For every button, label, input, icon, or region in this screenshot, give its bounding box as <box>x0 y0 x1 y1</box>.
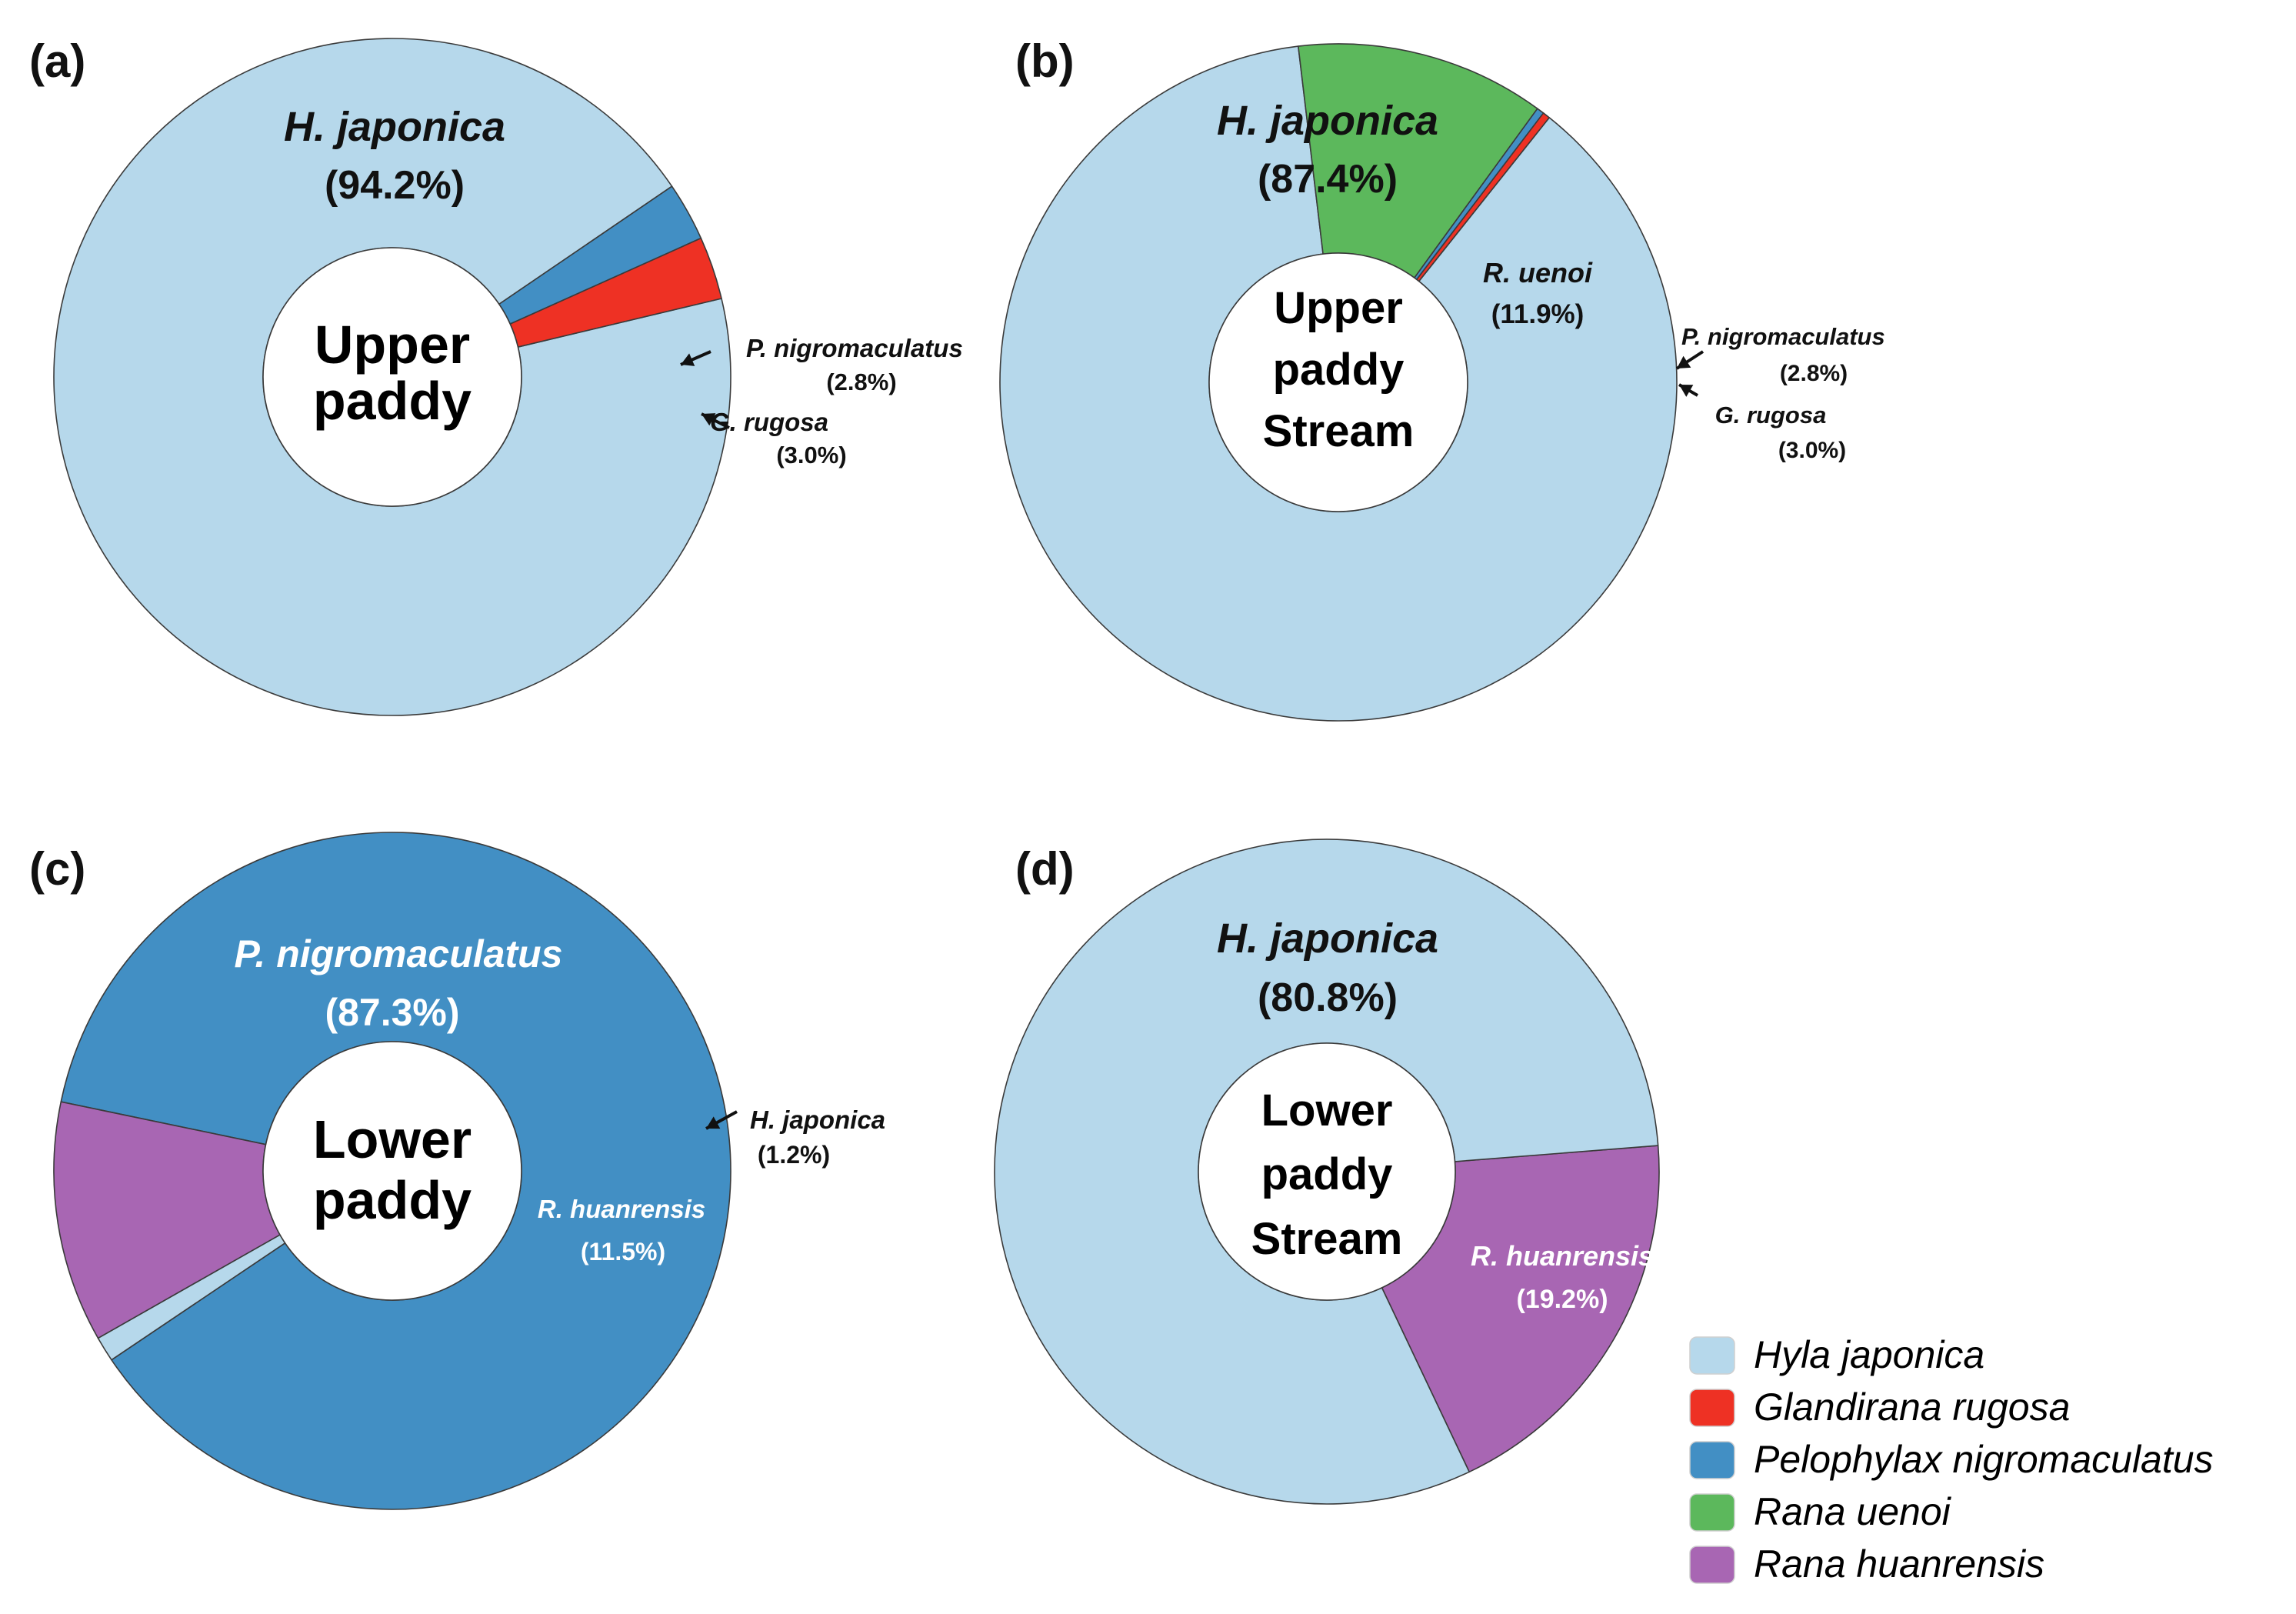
center-label-line: Upper <box>315 315 470 375</box>
center-label-line: paddy <box>1261 1149 1393 1199</box>
slice-value-pelophylax-nigromaculatus: (2.8%) <box>826 368 896 395</box>
legend-swatch <box>1689 1441 1735 1479</box>
slice-value-pelophylax-nigromaculatus: (2.8%) <box>1780 361 1848 386</box>
slice-label-hyla-japonica: H. japonica <box>284 104 505 150</box>
center-label-line: Stream <box>1263 406 1415 456</box>
slice-value-rana-huanrensis: (11.5%) <box>581 1238 665 1266</box>
center-label-line: paddy <box>313 1170 472 1230</box>
legend-swatch <box>1689 1546 1735 1584</box>
slice-value-hyla-japonica: (1.2%) <box>758 1141 830 1169</box>
center-label-line: Lower <box>313 1109 472 1169</box>
center-label-line: Lower <box>1261 1085 1393 1135</box>
donut-hole <box>262 1041 522 1301</box>
arrow-head <box>681 353 695 366</box>
slice-label-pelophylax-nigromaculatus: P. nigromaculatus <box>235 932 563 975</box>
slice-value-hyla-japonica: (87.4%) <box>1258 157 1398 202</box>
panel-letter: (d) <box>1015 843 1075 895</box>
center-label-line: Stream <box>1251 1214 1403 1264</box>
donut-hole <box>1208 252 1468 512</box>
legend-label: Rana uenoi <box>1754 1490 1952 1533</box>
panel-letter: (a) <box>29 35 85 87</box>
slice-label-rana-huanrensis: R. huanrensis <box>538 1195 705 1223</box>
legend-label: Glandirana rugosa <box>1754 1386 2070 1429</box>
center-label-line: paddy <box>1273 345 1405 395</box>
legend-label: Rana huanrensis <box>1754 1542 2044 1586</box>
legend-label: Hyla japonica <box>1754 1333 1984 1376</box>
slice-label-hyla-japonica: H. japonica <box>750 1105 885 1134</box>
legend-item-rana-huanrensis: Rana huanrensis <box>1689 1542 2044 1586</box>
slice-label-rana-uenoi: R. uenoi <box>1483 257 1593 288</box>
slice-value-hyla-japonica: (80.8%) <box>1258 975 1398 1020</box>
arrow-head <box>1679 385 1694 397</box>
panel-letter: (b) <box>1015 35 1075 87</box>
arrow-head <box>701 413 716 426</box>
slice-label-pelophylax-nigromaculatus: P. nigromaculatus <box>1681 323 1885 350</box>
legend-item-glandirana-rugosa: Glandirana rugosa <box>1689 1386 2070 1429</box>
slice-label-glandirana-rugosa: G. rugosa <box>1715 402 1827 429</box>
panel-letter: (c) <box>29 843 85 895</box>
slice-label-glandirana-rugosa: G. rugosa <box>710 408 828 436</box>
slice-label-rana-huanrensis: R. huanrensis <box>1471 1240 1654 1272</box>
legend-swatch <box>1689 1493 1735 1532</box>
slice-value-glandirana-rugosa: (3.0%) <box>776 442 846 469</box>
slice-value-glandirana-rugosa: (3.0%) <box>1778 438 1846 463</box>
legend-label: Pelophylax nigromaculatus <box>1754 1438 2214 1481</box>
legend-swatch <box>1689 1336 1735 1375</box>
legend-item-rana-uenoi: Rana uenoi <box>1689 1490 1952 1533</box>
slice-label-hyla-japonica: H. japonica <box>1217 915 1438 962</box>
slice-label-hyla-japonica: H. japonica <box>1217 98 1438 144</box>
center-label-line: paddy <box>313 371 472 431</box>
arrow-head <box>706 1116 721 1129</box>
legend-item-hyla-japonica: Hyla japonica <box>1689 1333 1984 1376</box>
arrow-head <box>1677 355 1691 368</box>
slice-value-hyla-japonica: (94.2%) <box>325 163 465 208</box>
slice-value-rana-uenoi: (11.9%) <box>1491 299 1585 329</box>
donut-hole <box>262 247 522 507</box>
slice-label-pelophylax-nigromaculatus: P. nigromaculatus <box>746 334 963 362</box>
legend-item-pelophylax-nigromaculatus: Pelophylax nigromaculatus <box>1689 1438 2214 1481</box>
slice-value-rana-huanrensis: (19.2%) <box>1516 1285 1608 1314</box>
legend-swatch <box>1689 1389 1735 1427</box>
slice-value-pelophylax-nigromaculatus: (87.3%) <box>325 991 459 1034</box>
center-label-line: Upper <box>1274 283 1403 333</box>
donut-hole <box>1198 1042 1456 1301</box>
